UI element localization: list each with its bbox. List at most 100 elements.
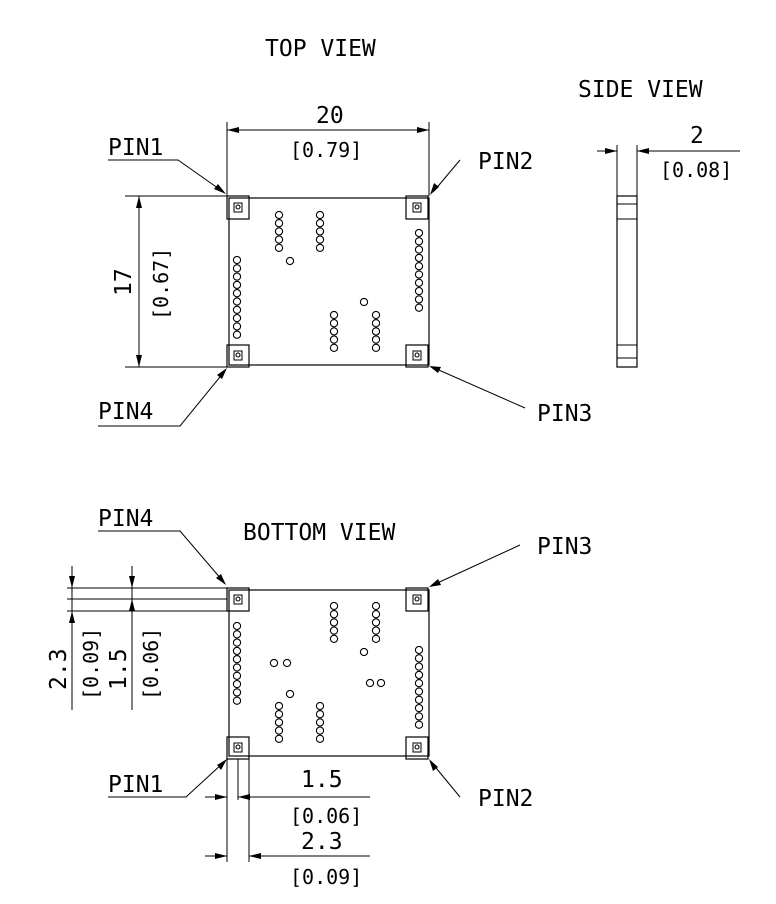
board-hole: [232, 663, 242, 672]
top-pin2-leader: PIN2: [430, 149, 533, 195]
top-pin2-label: PIN2: [478, 149, 533, 175]
board-hole: [274, 701, 284, 711]
top-pad-pin3: [405, 344, 429, 368]
board-hole: [274, 718, 284, 727]
board-hole: [232, 655, 242, 664]
top-pad-pin1: [226, 195, 250, 220]
top-view-board-outline: [228, 197, 430, 366]
board-hole: [414, 295, 424, 304]
board-hole: [274, 710, 284, 719]
board-hole: [414, 720, 424, 729]
board-hole: [232, 305, 242, 314]
top-width-value: 20: [316, 103, 344, 129]
board-hole: [269, 658, 279, 668]
board-hole: [329, 634, 339, 643]
board-hole: [371, 310, 381, 320]
board-hole: [232, 280, 242, 290]
board-hole: [329, 601, 339, 611]
top-pad-pin2: [405, 195, 429, 220]
bottom-view-holes: [232, 601, 424, 743]
board-hole: [414, 645, 424, 655]
bottom-pin4-leader: PIN4: [98, 506, 226, 585]
board-hole: [232, 272, 242, 281]
side-thickness-dimension: 2 [0.08]: [597, 123, 740, 196]
board-hole: [274, 726, 284, 735]
top-pin1-label: PIN1: [108, 135, 163, 161]
bottom-horizontal-outer-value: 2.3: [301, 829, 343, 855]
board-hole: [315, 701, 325, 711]
board-hole: [232, 646, 242, 656]
bottom-pin4-label: PIN4: [98, 506, 153, 532]
board-hole: [414, 278, 424, 287]
board-hole: [414, 687, 424, 696]
bottom-pin3-leader: PIN3: [429, 534, 592, 587]
board-hole: [315, 210, 325, 220]
board-hole: [414, 253, 424, 263]
board-hole: [414, 679, 424, 688]
bottom-horizontal-inner-value: 1.5: [301, 767, 343, 793]
board-hole: [274, 227, 284, 236]
top-pin3-label: PIN3: [537, 401, 592, 427]
board-hole: [414, 245, 424, 254]
bottom-horizontal-inner-inch: [0.06]: [290, 804, 362, 828]
side-view-body: [616, 195, 638, 368]
bottom-vertical-offset-dimensions: 2.3 [0.09] 1.5 [0.06]: [46, 566, 227, 710]
board-hole: [232, 621, 242, 631]
board-hole: [376, 678, 386, 688]
top-pin1-leader: PIN1: [108, 135, 226, 194]
board-hole: [274, 210, 284, 220]
bottom-pad-pin3: [405, 587, 429, 612]
board-hole: [329, 610, 339, 619]
top-view: TOP VIEW: [98, 36, 592, 427]
bottom-vertical-inner-value: 1.5: [106, 648, 132, 690]
top-view-holes: [232, 210, 424, 352]
board-hole: [232, 638, 242, 647]
board-hole: [285, 689, 295, 699]
board-hole: [232, 696, 242, 705]
board-hole: [365, 678, 375, 688]
board-hole: [329, 618, 339, 627]
board-hole: [232, 688, 242, 697]
bottom-view: BOTTOM VIEW PIN4: [46, 506, 592, 889]
top-view-title: TOP VIEW: [265, 36, 376, 62]
board-hole: [282, 658, 292, 668]
board-hole: [232, 297, 242, 306]
board-hole: [371, 610, 381, 619]
board-hole: [274, 243, 284, 252]
board-hole: [315, 219, 325, 228]
board-hole: [359, 297, 369, 307]
bottom-vertical-outer-inch: [0.09]: [79, 628, 103, 700]
board-hole: [315, 726, 325, 735]
board-hole: [329, 319, 339, 328]
board-hole: [232, 289, 242, 298]
side-view: SIDE VIEW 2 [0.08]: [578, 77, 740, 368]
board-hole: [371, 618, 381, 627]
top-height-inch: [0.67]: [149, 248, 173, 320]
board-hole: [371, 327, 381, 336]
board-hole: [315, 243, 325, 252]
board-hole: [274, 219, 284, 228]
board-hole: [371, 626, 381, 635]
board-hole: [232, 671, 242, 680]
board-hole: [329, 335, 339, 344]
bottom-pin1-label: PIN1: [108, 772, 163, 798]
top-pin4-leader: PIN4: [98, 368, 227, 427]
top-pad-pin4: [226, 344, 250, 368]
board-hole: [329, 343, 339, 352]
board-hole: [371, 601, 381, 611]
bottom-vertical-inner-inch: [0.06]: [139, 628, 163, 700]
board-hole: [315, 710, 325, 719]
board-hole: [371, 343, 381, 352]
bottom-horizontal-offset-dimensions: 1.5 [0.06] 2.3 [0.09]: [205, 759, 370, 889]
board-hole: [359, 647, 369, 657]
bottom-view-title: BOTTOM VIEW: [243, 520, 395, 546]
bottom-vertical-outer-value: 2.3: [46, 648, 72, 690]
board-hole: [371, 335, 381, 344]
board-hole: [414, 286, 424, 296]
top-pin4-label: PIN4: [98, 399, 153, 425]
board-hole: [232, 679, 242, 689]
board-hole: [414, 712, 424, 721]
top-height-dimension: 17 [0.67]: [111, 195, 227, 368]
bottom-pad-pin4: [226, 587, 250, 612]
